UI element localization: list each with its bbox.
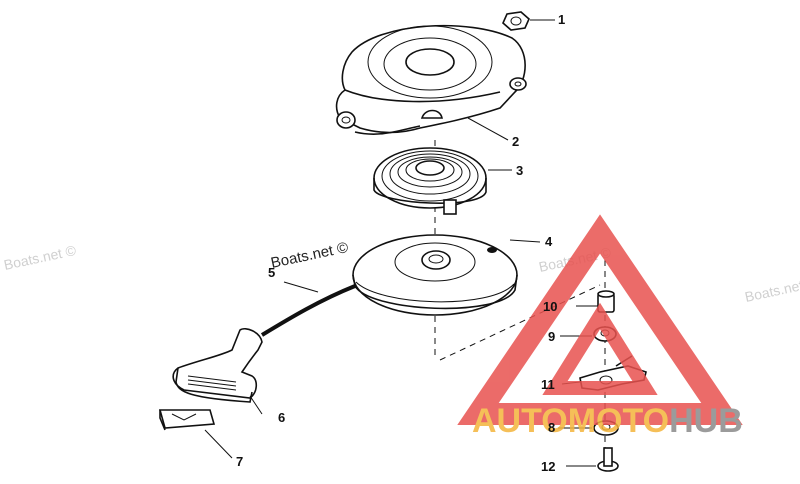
part-handle [172,327,263,403]
logo-text-hub: HUB [669,402,743,440]
callout-7: 7 [236,454,243,469]
logo-triangle-outer [457,214,743,425]
autohub-logo: AUTOMOTOHUB [457,214,743,440]
callout-12: 12 [541,459,555,474]
callout-labels: 1 2 3 4 5 6 7 8 9 10 11 12 [236,12,565,474]
watermark-left: Boats.net © [2,242,78,273]
callout-10: 10 [543,299,557,314]
callout-9: 9 [548,329,555,344]
callout-11: 11 [541,377,555,392]
callout-8: 8 [548,420,555,435]
watermark-center: Boats.net © [269,239,349,272]
callout-1: 1 [558,12,565,27]
part-screw [597,447,619,472]
logo-text-auto: AUTO [472,402,568,440]
part-pulley [352,234,518,316]
callout-3: 3 [516,163,523,178]
svg-text:AUTOMOTOHUB: AUTOMOTOHUB [472,402,743,440]
watermark-right-edge: Boats.net © [743,274,800,305]
part-nut [502,11,530,31]
logo-text-moto: MOTO [568,402,669,440]
callout-6: 6 [278,410,285,425]
callout-4: 4 [545,234,553,249]
callout-2: 2 [512,134,519,149]
part-rope [260,281,356,337]
callout-5: 5 [268,265,275,280]
part-handle-insert [158,409,216,431]
part-recoil-spring [373,147,487,215]
part-housing-cover [335,24,527,135]
logo-triangle-inner [542,302,658,395]
